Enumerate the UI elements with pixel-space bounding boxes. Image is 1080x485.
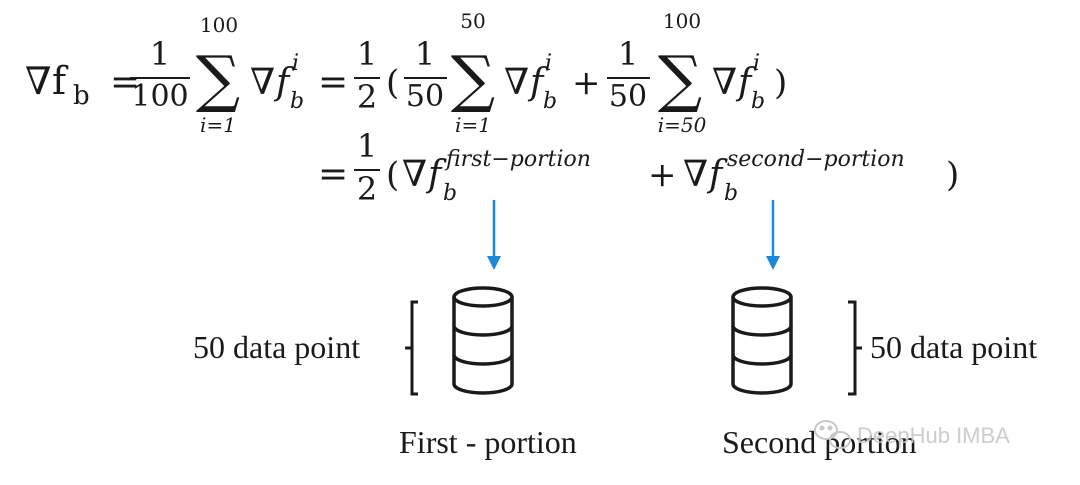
sum-3-upper-limit: 100 (663, 9, 701, 33)
sum-1-sigma: ∑ (196, 42, 240, 115)
lhs-f: f (52, 59, 69, 103)
left-bracket (405, 300, 418, 396)
watermark: DeepHub IMBA (814, 420, 1010, 449)
sum-1-lower-limit: i=1 (200, 113, 236, 137)
term-1-superscript: i (292, 51, 299, 76)
plus-sign-1: + (572, 63, 601, 103)
fraction-1-numerator: 1 (150, 35, 170, 73)
term-1-nabla: ∇ (250, 62, 275, 103)
open-paren-2: ( (386, 155, 399, 195)
term-2-superscript: i (545, 51, 552, 76)
equation-line-1: ∇ f b = 1 100 100 ∑ i=1 ∇ f i b = 1 2 ( … (25, 9, 787, 137)
left-count-label: 50 data point (193, 329, 360, 365)
arrow-right (766, 200, 780, 270)
sum-3-lower-limit: i=50 (658, 113, 707, 137)
open-paren-1: ( (386, 63, 399, 103)
sum-2-lower-limit: i=1 (455, 113, 491, 137)
equation-line-2: = 1 2 ( ∇ f first−portion b + ∇ f second… (318, 127, 959, 208)
close-paren-2: ) (946, 155, 959, 195)
first-portion-label: First - portion (399, 424, 577, 460)
database-icon (452, 286, 514, 395)
term-3-nabla: ∇ (712, 62, 737, 103)
sum-3-sigma: ∑ (658, 42, 702, 115)
lhs-nabla: ∇ (25, 59, 52, 103)
arrow-left-head (487, 256, 501, 270)
sum-1-upper-limit: 100 (200, 13, 238, 37)
equals-sign-1: = (110, 62, 140, 103)
half-2-numerator: 1 (357, 127, 377, 165)
first-portion-subscript: b (443, 181, 457, 206)
second-portion-superscript: second−portion (727, 147, 905, 172)
equals-sign-3: = (318, 154, 348, 195)
half-1-denominator: 2 (357, 78, 377, 116)
term-3-superscript: i (753, 51, 760, 76)
half-2-denominator: 2 (357, 170, 377, 208)
first-portion-superscript: first−portion (444, 147, 591, 172)
term-3-subscript: b (751, 89, 765, 114)
fraction-2-denominator: 50 (406, 79, 444, 114)
second-portion-nabla: ∇ (683, 154, 708, 195)
second-portion-label: Second portion (722, 424, 917, 460)
equals-sign-2: = (318, 62, 348, 103)
sum-2-sigma: ∑ (451, 42, 495, 115)
arrow-right-head (766, 256, 780, 270)
right-bracket (848, 300, 862, 396)
wechat-icon (814, 420, 851, 449)
fraction-1-denominator: 100 (131, 79, 188, 114)
second-portion-subscript: b (724, 181, 738, 206)
first-portion-nabla: ∇ (402, 154, 427, 195)
term-2-subscript: b (543, 89, 557, 114)
plus-sign-2: + (648, 155, 677, 195)
close-paren-1: ) (774, 63, 787, 103)
term-1-subscript: b (290, 89, 304, 114)
right-count-label: 50 data point (870, 329, 1037, 365)
arrow-left (487, 200, 501, 270)
watermark-text: DeepHub IMBA (857, 423, 1010, 448)
fraction-2-numerator: 1 (415, 35, 435, 73)
lhs-subscript: b (73, 81, 90, 111)
fraction-3-numerator: 1 (618, 35, 638, 73)
sum-2-upper-limit: 50 (460, 9, 485, 33)
fraction-3-denominator: 50 (609, 79, 647, 114)
half-1-numerator: 1 (357, 35, 377, 73)
term-2-nabla: ∇ (504, 62, 529, 103)
database-icon (731, 286, 793, 395)
